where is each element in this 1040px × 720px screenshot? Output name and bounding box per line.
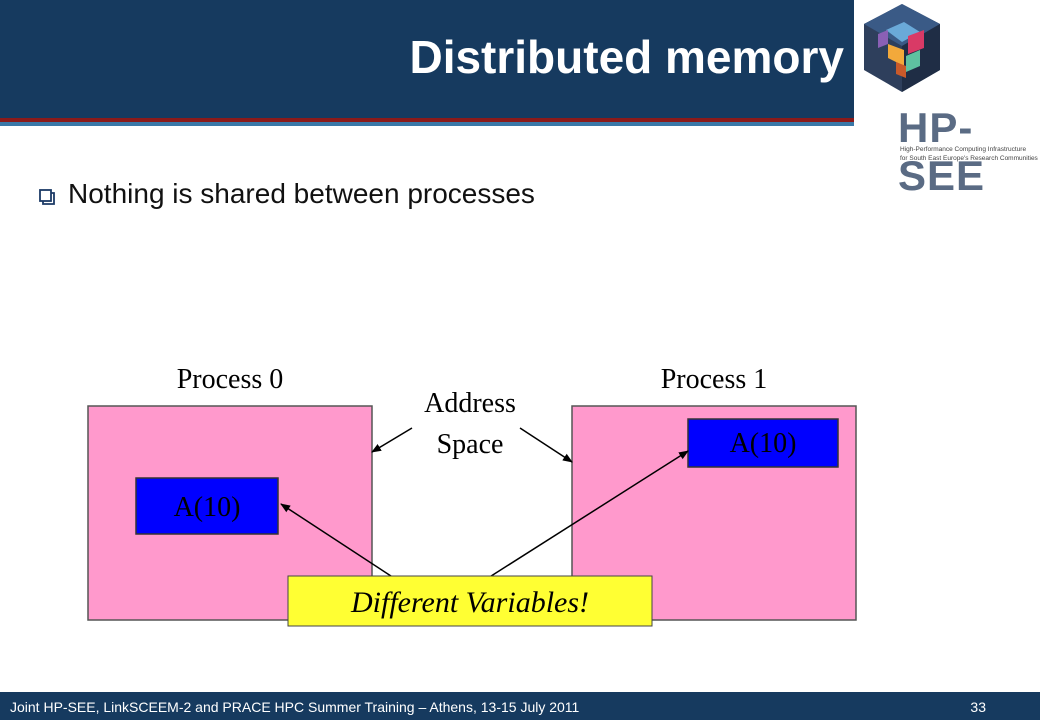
checkbox-bullet-icon [39, 189, 55, 205]
bullet-text: Nothing is shared between processes [68, 178, 535, 209]
logo-tagline-line1: High-Performance Computing Infrastructur… [900, 146, 1027, 153]
process1-variable-label: A(10) [730, 428, 797, 459]
address-label-line2: Space [437, 429, 504, 460]
address-label-line1: Address [424, 388, 516, 419]
callout-label: Different Variables! [350, 586, 589, 619]
address-arrow-left [371, 427, 413, 453]
process0-variable-label: A(10) [174, 492, 241, 523]
callout-arrow-right [487, 450, 689, 579]
process0-variable-box [135, 477, 279, 535]
footer-text: Joint HP-SEE, LinkSCEEM-2 and PRACE HPC … [10, 699, 580, 715]
logo-tagline-line2: for South East Europe's Research Communi… [900, 155, 1038, 162]
title-bar-accent-blue [0, 122, 854, 126]
address-arrow-right [519, 427, 573, 463]
page-number: 33 [970, 699, 986, 715]
footer-bar [0, 692, 1040, 720]
callout-box [287, 575, 653, 627]
logo-wordmark: HP-SEE [898, 104, 986, 199]
callout-arrow-left [280, 503, 395, 579]
slide-title: Distributed memory [409, 31, 844, 83]
process1-variable-box [687, 418, 839, 468]
hp-see-logo-icon [864, 4, 940, 92]
process1-label: Process 1 [661, 364, 768, 395]
process0-label: Process 0 [177, 364, 284, 395]
title-bar-accent-red [0, 118, 854, 122]
memory-diagram: Process 0 Process 1 Address Space A(10) … [87, 364, 857, 627]
title-bar [0, 0, 854, 118]
